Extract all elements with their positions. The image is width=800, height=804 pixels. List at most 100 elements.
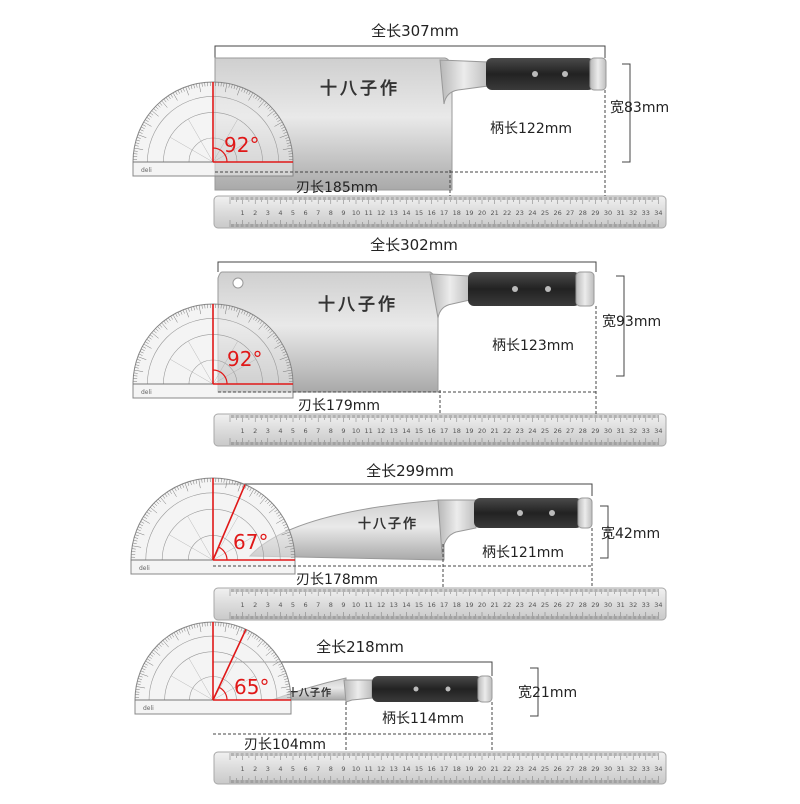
total-length-bracket [215,46,605,58]
protractor-brand: deli [141,167,152,174]
protractor-brand: deli [141,389,152,396]
ruler-number: 15 [415,427,423,435]
ruler-number: 28 [579,427,587,435]
handle-rivet [414,687,419,692]
ruler-number: 25 [541,765,549,773]
total-length-bracket [218,262,596,272]
ruler-number: 18 [453,427,461,435]
ruler-number: 1 [241,601,245,609]
handle-length-label: 柄长122mm [490,121,572,137]
blade-length-label: 刃长185mm [296,180,378,196]
ruler-number: 28 [579,601,587,609]
blade-length-label: 刃长104mm [244,737,326,753]
ruler-number: 11 [364,427,372,435]
ruler-number: 21 [490,601,498,609]
knife-handle [474,498,582,528]
ruler-number: 9 [341,427,345,435]
protractor: deli [135,622,291,714]
knife-handle [468,272,580,306]
ruler-number: 34 [654,209,662,217]
ruler-number: 24 [528,427,536,435]
brand-mark: 十八子作 [318,294,398,315]
handle-rivet [532,71,538,77]
ruler-number: 15 [415,209,423,217]
ruler-number: 20 [478,765,486,773]
ruler-number: 30 [604,427,612,435]
ruler-number: 18 [453,601,461,609]
ruler-number: 21 [490,427,498,435]
ruler-number: 14 [402,209,410,217]
ruler-number: 13 [390,765,398,773]
ruler-number: 23 [516,765,524,773]
blade-length-label: 刃长179mm [298,398,380,414]
ruler-number: 30 [604,765,612,773]
ruler-number: 14 [402,427,410,435]
ruler-number: 6 [304,209,308,217]
knife-handle [372,676,482,702]
width-label: 宽21mm [518,684,577,701]
ruler-number: 19 [465,427,473,435]
ruler-number: 2 [253,601,257,609]
ruler-number: 16 [427,427,435,435]
ruler-number: 26 [553,427,561,435]
ruler-number: 21 [490,765,498,773]
ruler-number: 5 [291,427,295,435]
ruler-number: 6 [304,427,308,435]
hanging-hole [233,278,243,288]
ruler-number: 24 [528,765,536,773]
ruler-number: 12 [377,601,385,609]
handle-rivet [446,687,451,692]
ruler-number: 7 [316,427,320,435]
ruler-number: 10 [352,601,360,609]
ruler-number: 20 [478,427,486,435]
ruler-number: 7 [316,765,320,773]
handle-length-label: 柄长121mm [482,545,564,561]
ruler-number: 26 [553,209,561,217]
ruler-number: 17 [440,209,448,217]
ruler-number: 19 [465,765,473,773]
ruler-number: 19 [465,601,473,609]
handle-cap [590,58,606,90]
ruler-number: 25 [541,601,549,609]
bolster [438,500,476,554]
ruler-number: 34 [654,765,662,773]
ruler-number: 23 [516,601,524,609]
ruler-number: 3 [266,427,270,435]
ruler-number: 16 [427,209,435,217]
ruler-number: 12 [377,427,385,435]
blade-length-label: 刃长178mm [296,572,378,588]
ruler-number: 22 [503,601,511,609]
ruler-number: 18 [453,209,461,217]
ruler-number: 27 [566,765,574,773]
ruler-number: 6 [304,765,308,773]
ruler-number: 9 [341,601,345,609]
ruler-number: 31 [616,765,624,773]
ruler-number: 16 [427,601,435,609]
ruler-number: 24 [528,601,536,609]
ruler-number: 1 [241,765,245,773]
ruler-number: 3 [266,209,270,217]
ruler-number: 11 [364,209,372,217]
angle-value: 67° [233,530,268,554]
ruler-number: 8 [329,427,333,435]
ruler-number: 23 [516,427,524,435]
handle-rivet [549,510,555,516]
ruler-number: 16 [427,765,435,773]
ruler-number: 25 [541,209,549,217]
ruler-number: 29 [591,601,599,609]
handle-rivet [545,286,551,292]
ruler-number: 34 [654,601,662,609]
bolster [344,680,372,702]
ruler-number: 5 [291,765,295,773]
knife-handle [486,58,594,90]
ruler-number: 32 [629,427,637,435]
ruler-number: 5 [291,601,295,609]
ruler-number: 10 [352,765,360,773]
ruler-number: 18 [453,765,461,773]
ruler-number: 7 [316,601,320,609]
